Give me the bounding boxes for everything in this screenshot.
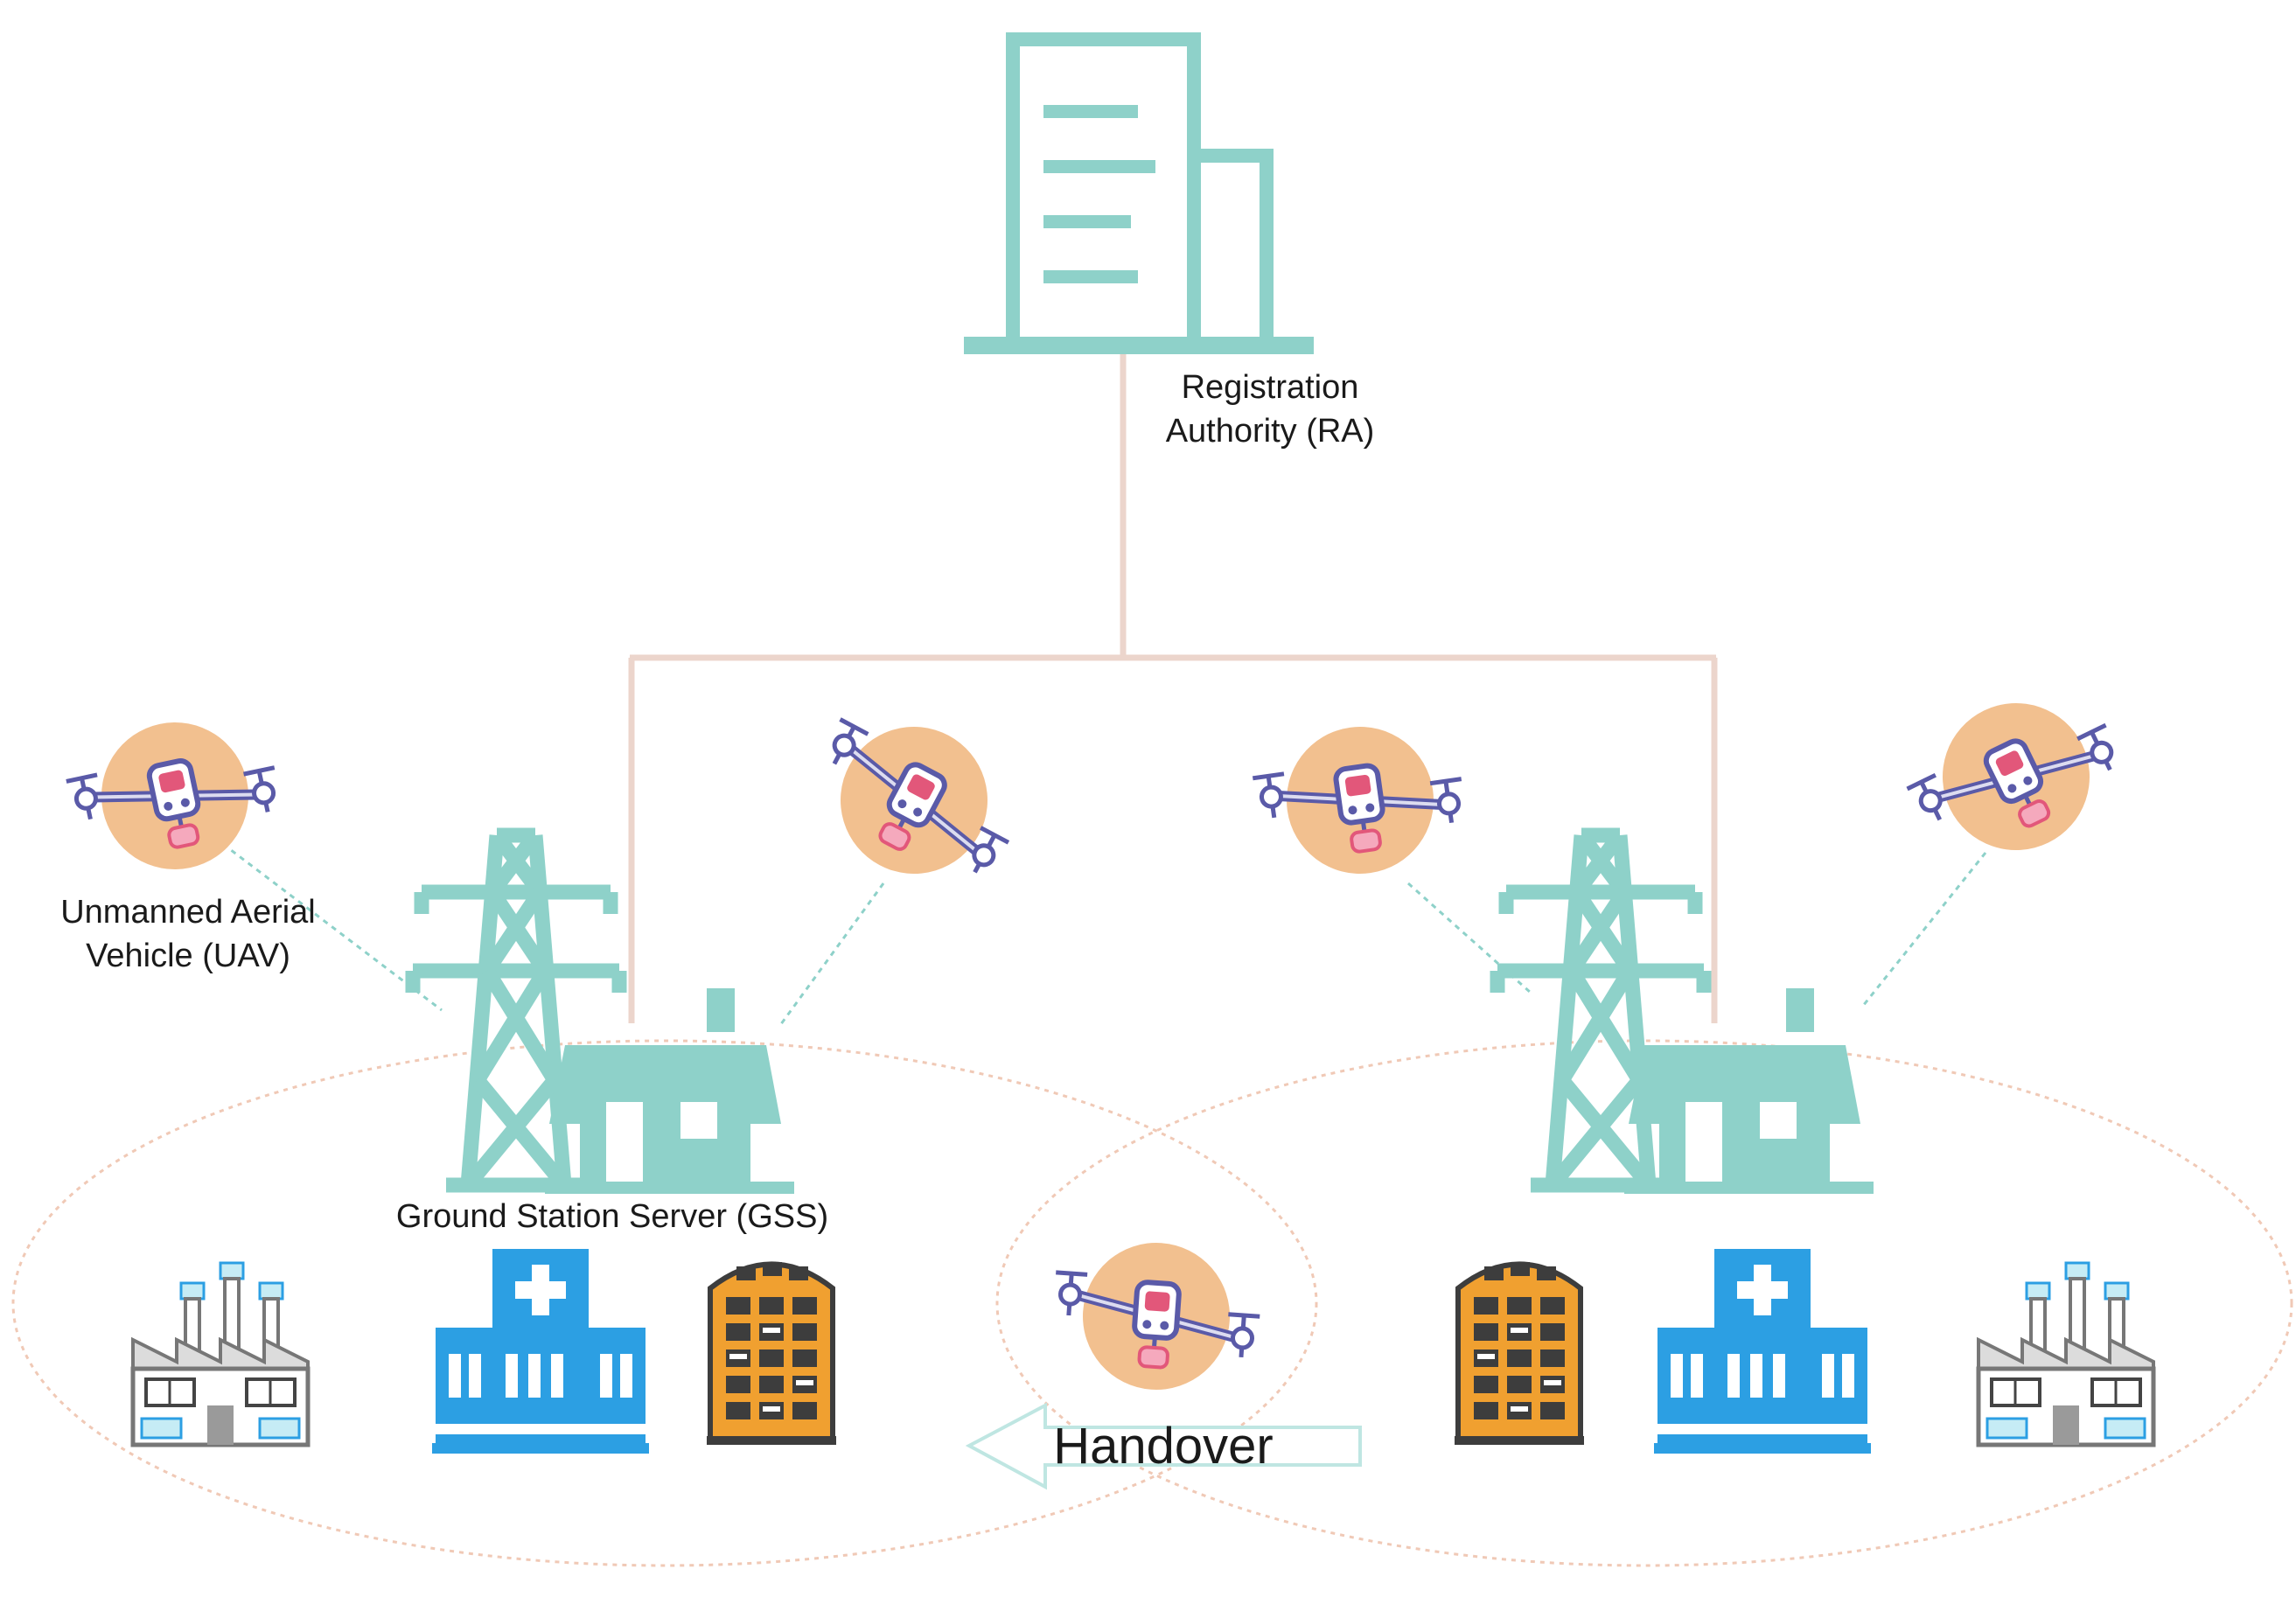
ra-label-line1: Registration	[1182, 369, 1359, 406]
apartment-building-icon	[707, 1262, 836, 1445]
factory-icon	[1978, 1263, 2153, 1445]
ra-gss-links	[628, 354, 1718, 1023]
hospital-icon	[432, 1249, 649, 1454]
ra-label-line2: Authority (RA)	[1166, 413, 1375, 450]
drone-icon	[1891, 666, 2141, 888]
drone-icon	[59, 702, 291, 889]
coverage-area-left	[11, 1039, 1318, 1567]
gss-label: Ground Station Server (GSS)	[396, 1198, 828, 1235]
station-house-icon	[1624, 988, 1874, 1194]
uav-label-line1: Unmanned Aerial	[60, 894, 316, 931]
drone-icon	[1048, 1236, 1264, 1397]
coverage-area-right	[995, 1039, 2293, 1567]
handover-label: Handover	[1053, 1418, 1273, 1475]
apartment-building-icon	[1455, 1262, 1584, 1445]
hospital-icon	[1654, 1249, 1871, 1454]
drone-icon	[1247, 713, 1472, 887]
left-arrow-icon	[965, 1402, 1362, 1490]
factory-icon	[133, 1263, 308, 1445]
station-house-icon	[545, 988, 794, 1194]
uav-label-line2: Vehicle (UAV)	[86, 938, 290, 974]
drone-icon	[788, 687, 1039, 913]
office-building-icon	[964, 32, 1314, 354]
